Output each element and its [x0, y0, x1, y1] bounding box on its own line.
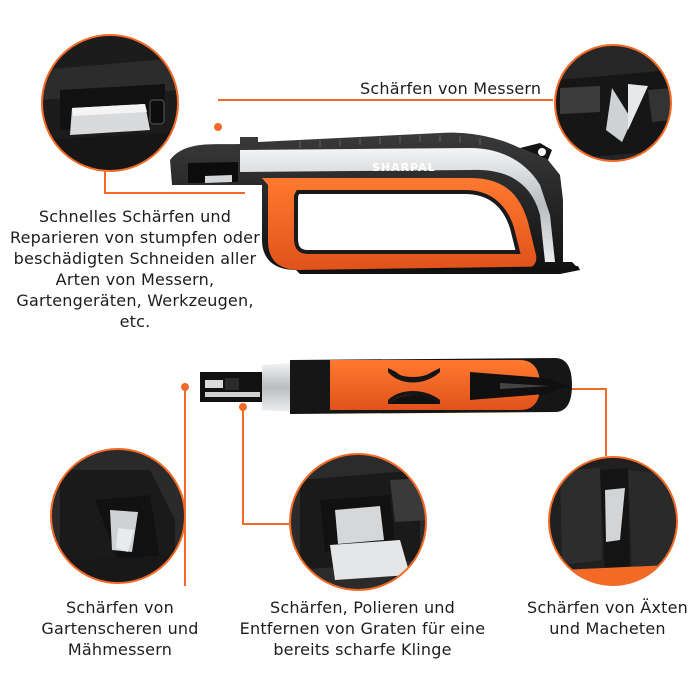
caption-intro-line: Reparieren von stumpfen oder	[9, 228, 260, 247]
caption-honing-line: bereits scharfe Klinge	[273, 640, 452, 659]
sharpener-top-view	[200, 358, 572, 414]
caption-intro-line: Gartengeräten, Werkzeugen,	[16, 291, 254, 310]
caption-axes-line: und Macheten	[549, 619, 666, 638]
caption-intro-line: Arten von Messern,	[55, 270, 215, 289]
caption-honing-line: Schärfen, Polieren und	[269, 598, 455, 617]
closeup-axe-slot	[549, 457, 677, 585]
closeup-carbide-slot	[555, 45, 671, 161]
brand-logo: SHARPAL	[372, 161, 436, 174]
closeup-honing-slot	[290, 454, 426, 590]
caption-shears-line: Schärfen von	[66, 598, 174, 617]
caption-honing: Schärfen, Polieren und Entfernen von Gra…	[225, 597, 500, 660]
sharpener-side-view	[170, 132, 580, 274]
caption-knives: Schärfen von Messern	[360, 79, 542, 98]
caption-axes-line: Schärfen von Äxten	[527, 598, 688, 617]
caption-shears-line: Mähmessern	[67, 640, 173, 659]
connector-lines	[104, 99, 607, 586]
caption-intro-line: etc.	[119, 312, 151, 331]
caption-intro-line: Schnelles Schärfen und	[38, 207, 232, 226]
caption-shears: Schärfen von Gartenscheren und Mähmesser…	[30, 597, 210, 660]
caption-honing-line: Entfernen von Graten für eine	[239, 619, 486, 638]
caption-shears-line: Gartenscheren und	[41, 619, 199, 638]
caption-intro: Schnelles Schärfen und Reparieren von st…	[0, 206, 270, 332]
caption-axes: Schärfen von Äxten und Macheten	[520, 597, 695, 639]
caption-intro-line: beschädigten Schneiden aller	[13, 249, 257, 268]
closeup-knife-slot-left	[42, 35, 178, 171]
